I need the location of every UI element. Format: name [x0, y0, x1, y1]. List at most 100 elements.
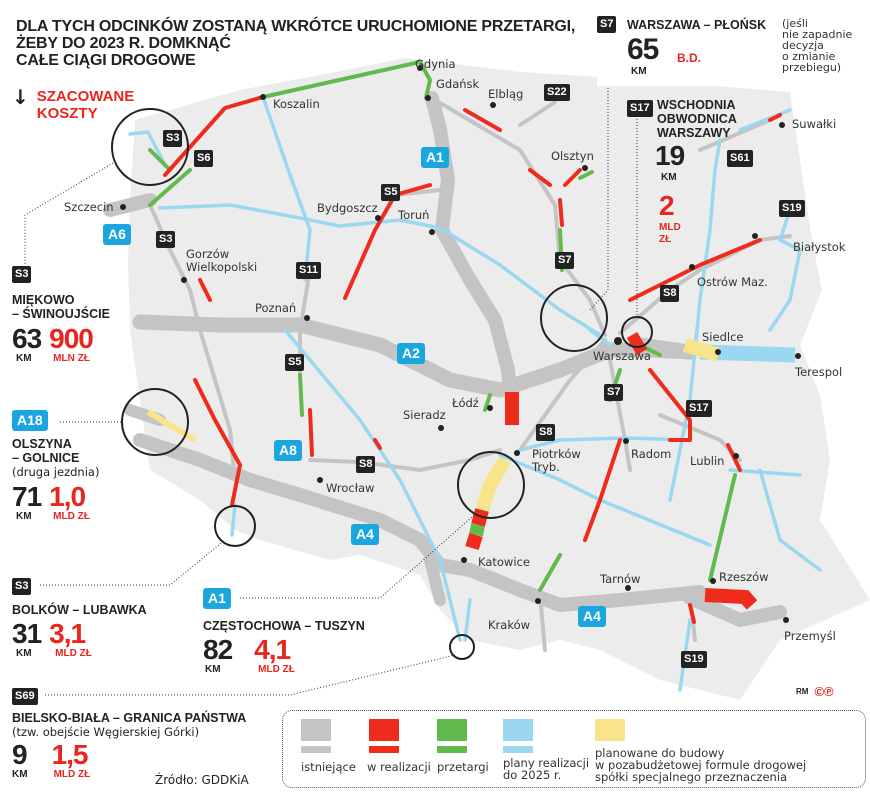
author-initials: RM — [796, 687, 809, 696]
cost-value: 4,1 — [254, 634, 291, 665]
city-label-gdansk: Gdańsk — [436, 77, 480, 91]
poland-land — [128, 58, 870, 700]
highlight-s3-north — [111, 108, 189, 186]
road-badge-s3: S3 — [12, 266, 32, 283]
length-value: 19 — [655, 140, 685, 171]
city-label-krakow: Kraków — [488, 618, 531, 632]
estimated-costs-header: ↓ SZACOWANE KOSZTY — [12, 85, 134, 122]
source-note: Źródło: GDDKiA — [155, 773, 249, 787]
map-badge-a8: A8 — [274, 440, 302, 461]
legend-label: plany realizacji — [503, 756, 590, 770]
city-label-suwalki: Suwałki — [792, 117, 837, 131]
length-unit: KM — [16, 648, 32, 659]
city-label-katowice: Katowice — [478, 555, 530, 569]
legend-label: przetargi — [437, 760, 489, 774]
length-value: 63 — [12, 323, 42, 354]
city-label-gorzow-2: Wielkopolski — [186, 260, 258, 274]
section-a18-olszyna: A18 OLSZYNA – GOLNICE (druga jezdnia) 71… — [12, 410, 99, 522]
copyright-icon: ©℗ — [814, 684, 834, 699]
city-label-gorzow: Gorzów — [186, 247, 230, 261]
section-name: BIELSKO-BIAŁA – GRANICA PAŃSTWA — [12, 711, 247, 725]
road-badge-s3: S3 — [12, 578, 32, 595]
section-name: CZĘSTOCHOWA – TUSZYN — [203, 619, 365, 633]
highlight-a1-south — [457, 451, 525, 519]
city-label-siedlce: Siedlce — [702, 330, 744, 344]
length-value: 65 — [627, 33, 659, 66]
road-badge-s17: S17 — [627, 100, 653, 117]
map-badge-s3-north: S3 — [163, 130, 183, 147]
city-label-szczecin: Szczecin — [64, 200, 114, 214]
city-label-wroclaw: Wrocław — [326, 481, 375, 495]
length-unit: KM — [205, 664, 221, 675]
map-badge-s61: S61 — [727, 150, 753, 167]
note-line: nie zapadnie — [782, 28, 853, 41]
cost-value: B.D. — [677, 51, 701, 65]
road-badge-s7: S7 — [597, 16, 617, 33]
section-note: (jeśli nie zapadnie decyzja o zmianie pr… — [782, 18, 852, 73]
road-badge-a1: A1 — [203, 588, 231, 609]
city-label-bydgoszcz: Bydgoszcz — [317, 201, 378, 215]
city-label-lublin: Lublin — [690, 454, 725, 468]
cost-unit-2: ZŁ — [659, 234, 672, 245]
highlight-s69 — [449, 634, 475, 660]
title-line-3: CAŁE CIĄGI DROGOWE — [16, 52, 196, 69]
map-badge-a6: A6 — [103, 224, 131, 245]
legend-label-2: w pozabudżetowej formule drogowej — [595, 758, 807, 772]
map-badge-s8-east: S8 — [660, 285, 680, 302]
section-s69-bielsko: S69 BIELSKO-BIAŁA – GRANICA PAŃSTWA (tzw… — [12, 688, 246, 780]
note-line: o zmianie — [782, 50, 836, 63]
section-name: WSCHODNIA OBWODNICA WARSZAWY — [657, 98, 737, 140]
section-s17-obwodnica: S17 WSCHODNIA OBWODNICA WARSZAWY 19 KM 2… — [627, 98, 737, 248]
highlight-s7 — [540, 284, 608, 352]
page-title: DLA TYCH ODCINKÓW ZOSTANĄ WKRÓTCE URUCHO… — [16, 18, 575, 69]
length-unit: KM — [661, 172, 677, 183]
road-badge-a18: A18 — [12, 410, 48, 431]
city-label-radom: Radom — [631, 447, 672, 461]
map-badge-s22: S22 — [544, 84, 570, 101]
legend-label: istniejące — [301, 760, 356, 774]
legend-label: planowane do budowy — [595, 746, 725, 760]
map-badge-s7-south: S7 — [604, 384, 624, 401]
city-label-gdynia: Gdynia — [415, 57, 456, 71]
highlight-a18 — [121, 388, 189, 456]
length-unit: KM — [12, 769, 28, 780]
city-label-bialystok: Białystok — [793, 240, 846, 254]
section-name: MIĘKOWO — [12, 293, 75, 307]
highlight-s3-south — [214, 505, 256, 547]
section-s7-plonsk: S7 WARSZAWA – PŁOŃSK 65 KM B.D. (jeśli n… — [597, 16, 867, 86]
cost-unit: MLD ZŁ — [53, 769, 91, 780]
city-label-warszawa: Warszawa — [593, 349, 651, 363]
map-badge-s7-north: S7 — [555, 252, 575, 269]
cost-value: 900 — [49, 323, 94, 354]
city-label-tarnow: Tarnów — [600, 572, 641, 586]
cost-unit: MLD ZŁ — [55, 648, 92, 659]
city-label-elblag: Elbląg — [488, 87, 524, 101]
length-unit: KM — [631, 66, 647, 77]
cost-value: 1,0 — [49, 481, 86, 512]
map-badge-s5-south: S5 — [285, 354, 305, 371]
note-line: przebiegu) — [782, 61, 842, 74]
arrow-down-icon: ↓ — [12, 85, 29, 109]
legend-swatch — [595, 719, 625, 741]
map-badge-a4-west: A4 — [351, 524, 379, 545]
legend-swatch — [369, 719, 399, 741]
city-label-koszalin: Koszalin — [273, 97, 320, 111]
name-line: WSCHODNIA — [657, 98, 736, 112]
costs-header-line-2: KOSZTY — [36, 105, 98, 122]
cost-value: 2 — [659, 190, 675, 221]
length-unit: KM — [16, 511, 32, 522]
section-name: OLSZYNA — [12, 437, 72, 451]
cost-unit: MLN ZŁ — [53, 353, 90, 364]
section-note: (druga jezdnia) — [12, 465, 100, 479]
legend-label: w realizacji — [367, 760, 431, 774]
map-badge-s11: S11 — [296, 262, 321, 279]
city-label-przemysl: Przemyśl — [784, 629, 836, 643]
city-label-ostrow: Ostrów Maz. — [697, 275, 768, 289]
legend-line — [503, 746, 533, 753]
city-label-torun: Toruń — [398, 208, 430, 222]
section-name-2: – GOLNICE — [12, 451, 80, 465]
map-badge-s19-south: S19 — [681, 651, 707, 668]
